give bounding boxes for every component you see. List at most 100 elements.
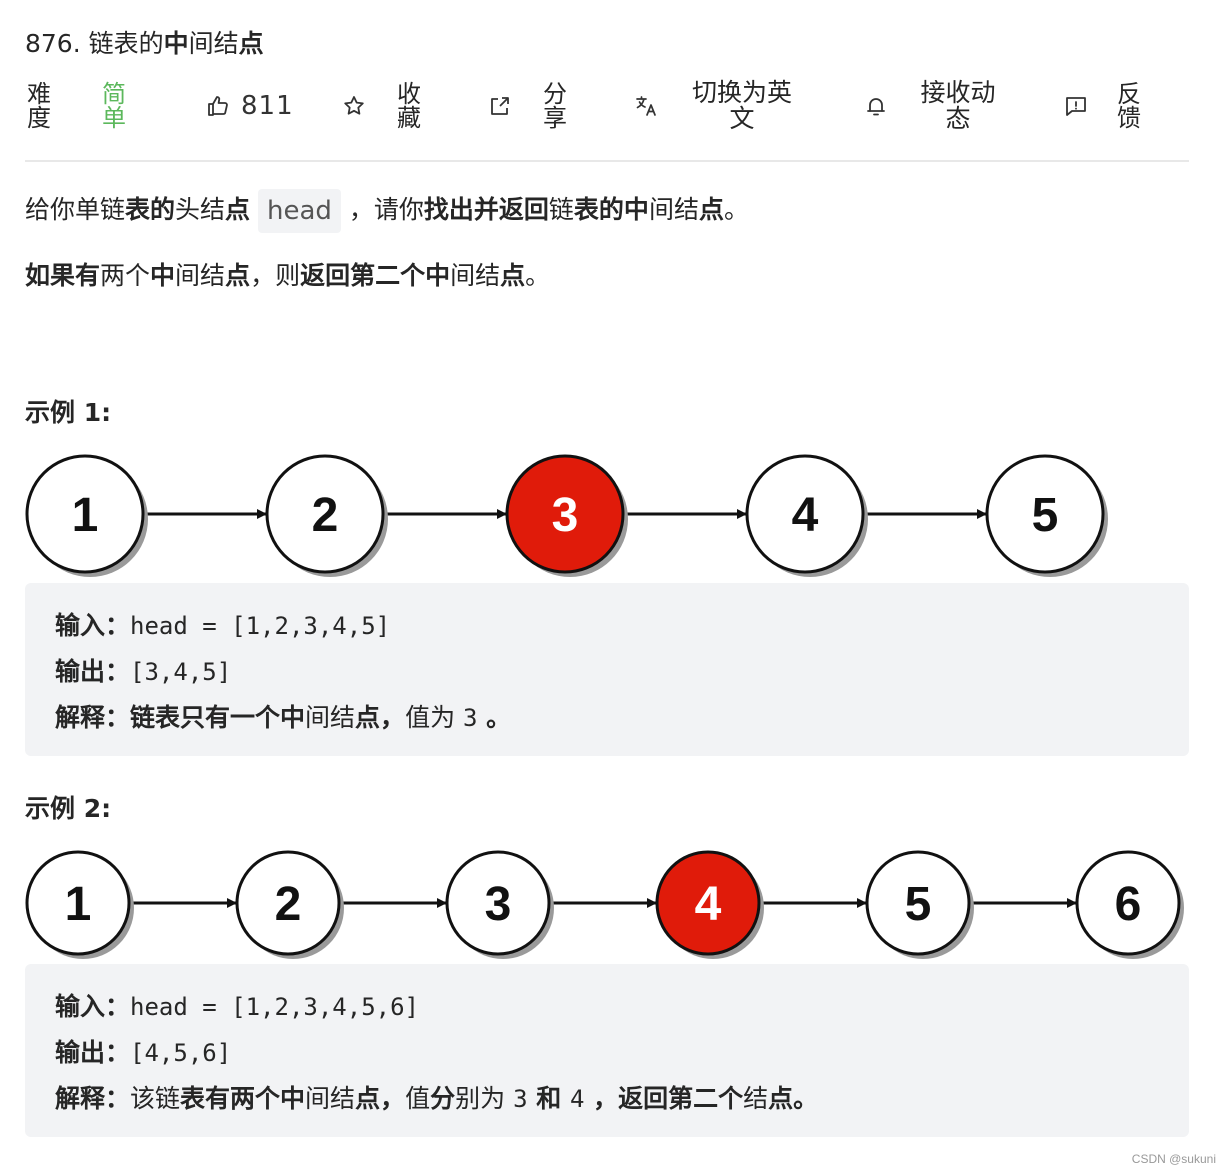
list-node [265, 454, 385, 574]
text: 间结 [305, 1084, 356, 1113]
output-label: 输出： [55, 657, 131, 686]
text: ，请你 [340, 195, 424, 224]
example-2-explanation: 解释：该链表有两个中间结点，值分别为 3 和 4 ，返回第二个结点。 [55, 1076, 1189, 1122]
node-value: 1 [65, 878, 92, 931]
node-value: 4 [792, 489, 819, 542]
text: 结 [743, 1084, 769, 1113]
difficulty-label-wrap: 难度 [25, 76, 53, 136]
thumbs-up-icon [205, 93, 231, 119]
share-button[interactable]: 分享 [487, 76, 569, 136]
list-node [235, 850, 341, 956]
example-1-title: 示例 1: [25, 398, 112, 427]
text: 该链 [130, 1084, 181, 1113]
text-bold: 点。 [768, 1084, 819, 1113]
share-label: 分享 [543, 80, 567, 132]
explain-label: 解释： [55, 703, 131, 732]
text-bold: 点 [225, 261, 251, 290]
feedback-button[interactable]: 反馈 [1063, 76, 1143, 136]
input-label: 输入： [55, 992, 131, 1021]
explain-code-1: 3 [513, 1085, 528, 1113]
text: 间结 [450, 261, 501, 290]
explain-code: 3 [463, 704, 478, 732]
text-bold: 分 [430, 1084, 456, 1113]
feedback-icon [1063, 93, 1089, 119]
text: 。 [525, 261, 551, 290]
example-2-output: 输出：[4,5,6] [55, 1030, 1189, 1076]
text-bold: 链表只有一个中 [130, 703, 306, 732]
difficulty-badge: 简单 [100, 76, 128, 136]
footer-watermark: CSDN @sukuni [1131, 1152, 1216, 1166]
list-node-middle [655, 850, 761, 956]
problem-toolbar: 难度 简单 811 收藏 分享 [25, 76, 1189, 136]
text-bold: 表的中 [573, 195, 649, 224]
problem-number: 876. [25, 29, 81, 58]
node-value: 5 [1032, 489, 1059, 542]
text-bold: 和 [527, 1084, 570, 1113]
inline-code-head: head [258, 189, 341, 233]
share-icon [487, 93, 513, 119]
subscribe-button[interactable]: 接收动态 [863, 76, 1001, 136]
text: 间结 [305, 703, 356, 732]
problem-title-text-2: 间结 [188, 29, 239, 58]
subscribe-label: 接收动态 [920, 78, 996, 133]
problem-title-text: 链表的 [80, 29, 164, 58]
problem-title-bold-2: 点 [238, 29, 264, 58]
text: ，则 [250, 261, 301, 290]
text: 。 [723, 195, 749, 224]
text: 两个 [100, 261, 151, 290]
text-bold: 表有两个中 [180, 1084, 306, 1113]
list-node [745, 454, 865, 574]
output-value: [4,5,6] [130, 1039, 232, 1067]
description-paragraph-1: 给你单链表的头结点 head ，请你找出并返回链表的中间结点。 [25, 186, 749, 234]
text-bold: 返回第二个中 [300, 261, 451, 290]
input-value: head = [1,2,3,4,5] [130, 612, 391, 640]
text-bold: 点 [225, 195, 251, 224]
example-1-code-block: 输入：head = [1,2,3,4,5] 输出：[3,4,5] 解释：链表只有… [25, 583, 1189, 756]
bell-icon [863, 93, 889, 119]
node-value: 2 [275, 878, 302, 931]
description-paragraph-2: 如果有两个中间结点，则返回第二个中间结点。 [25, 252, 550, 300]
list-node [985, 454, 1105, 574]
example-2-title: 示例 2: [25, 794, 112, 823]
example-2-code-block: 输入：head = [1,2,3,4,5,6] 输出：[4,5,6] 解释：该链… [25, 964, 1189, 1137]
like-button[interactable]: 811 [205, 76, 294, 136]
node-value: 3 [485, 878, 512, 931]
text-bold: ，返回第二个 [584, 1084, 744, 1113]
list-node [445, 850, 551, 956]
switch-language-label: 切换为英文 [691, 78, 792, 133]
problem-title-bold: 中 [163, 29, 189, 58]
star-icon [341, 93, 367, 119]
output-value: [3,4,5] [130, 658, 232, 686]
explain-code-2: 4 [569, 1085, 585, 1113]
list-node [865, 850, 971, 956]
node-value: 4 [695, 878, 722, 931]
text: 别为 [455, 1084, 514, 1113]
node-value: 5 [905, 878, 932, 931]
favorite-button[interactable]: 收藏 [341, 76, 423, 136]
header-divider [25, 160, 1189, 162]
explain-label: 解释： [55, 1084, 131, 1113]
text: 值 [405, 1084, 431, 1113]
example-2-input: 输入：head = [1,2,3,4,5,6] [55, 984, 1189, 1030]
text-bold: 点， [355, 1084, 406, 1113]
list-node [25, 850, 131, 956]
node-value: 3 [552, 489, 579, 542]
text-bold: 。 [477, 703, 512, 732]
list-node [25, 454, 145, 574]
problem-title: 876. 链表的中间结点 [25, 24, 264, 60]
example-1-output: 输出：[3,4,5] [55, 649, 1189, 695]
text-bold: 表的 [125, 195, 176, 224]
text: 链 [548, 195, 574, 224]
input-label: 输入： [55, 611, 131, 640]
text: 间结 [648, 195, 699, 224]
switch-language-button[interactable]: 切换为英文 [633, 76, 799, 136]
feedback-label: 反馈 [1117, 80, 1141, 132]
text-bold: 如果有 [25, 261, 101, 290]
favorite-label: 收藏 [397, 80, 421, 132]
output-label: 输出： [55, 1038, 131, 1067]
text: 值为 [405, 703, 464, 732]
text-bold: 找出并返回 [423, 195, 549, 224]
list-node [1075, 850, 1181, 956]
